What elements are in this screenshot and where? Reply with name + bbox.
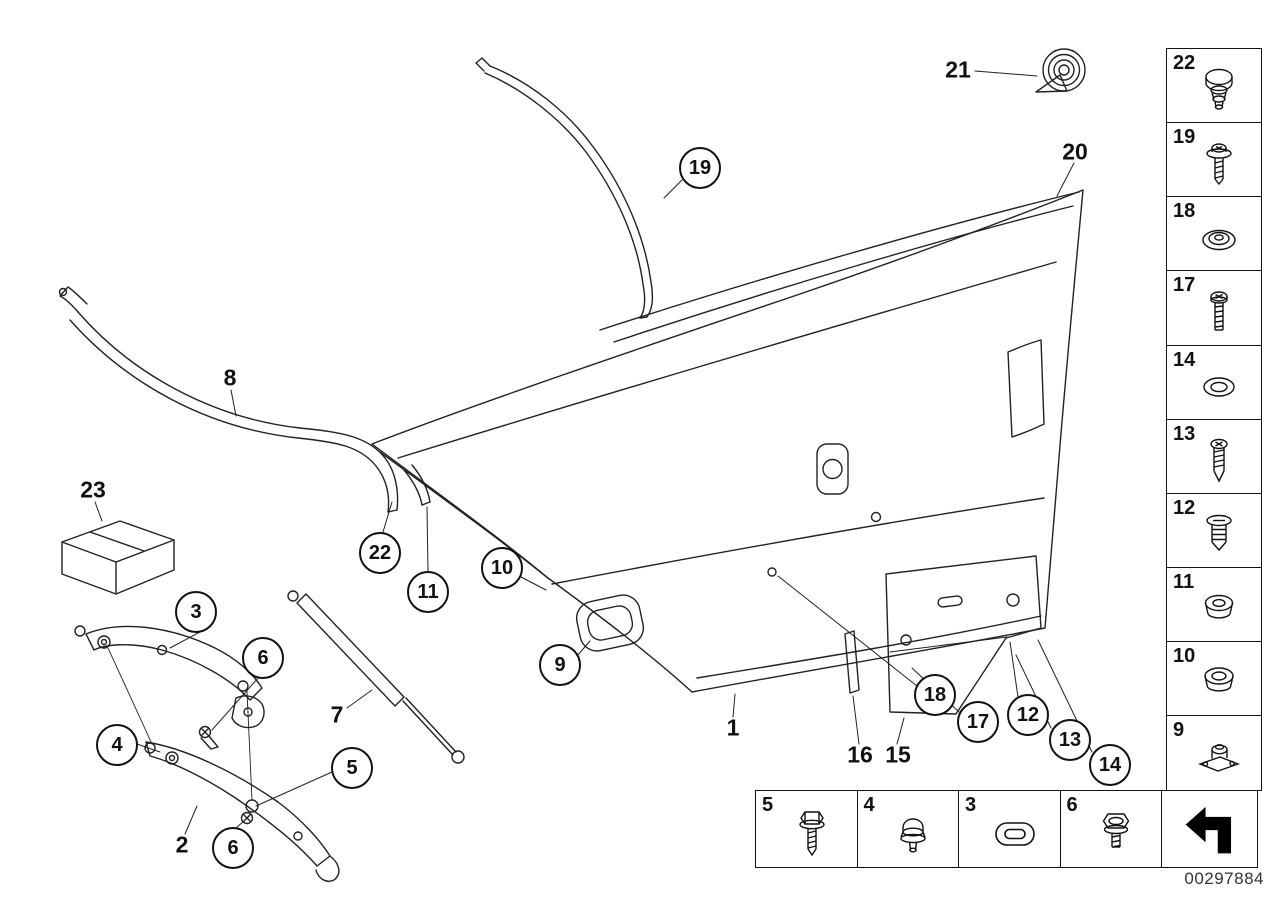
legend-item-17[interactable]: 17 xyxy=(1166,270,1262,347)
callout-8[interactable]: 8 xyxy=(223,364,237,391)
callout-19[interactable]: 19 xyxy=(679,147,721,189)
legend-item-4[interactable]: 4 xyxy=(856,790,960,868)
legend-item-14[interactable]: 14 xyxy=(1166,344,1262,421)
callout-2[interactable]: 2 xyxy=(175,831,189,858)
callout-9[interactable]: 9 xyxy=(539,644,581,686)
legend-number: 17 xyxy=(1173,274,1196,297)
legend-number: 6 xyxy=(1066,794,1078,816)
screw-washer-icon xyxy=(1205,143,1232,186)
callout-17[interactable]: 17 xyxy=(957,701,999,743)
callout-13[interactable]: 13 xyxy=(1049,719,1091,761)
callout-22[interactable]: 22 xyxy=(359,532,401,574)
legend-item-10[interactable]: 10 xyxy=(1166,641,1262,717)
document-number: 00297884 xyxy=(1184,869,1264,888)
cover-plug-icon xyxy=(1202,377,1235,397)
tape-coil xyxy=(1035,48,1086,93)
callout-23[interactable]: 23 xyxy=(80,476,106,503)
callout-14[interactable]: 14 xyxy=(1089,744,1131,786)
legend-item-19[interactable]: 19 xyxy=(1166,122,1262,198)
taillight-cutout xyxy=(1007,339,1045,438)
gas-strut xyxy=(287,590,465,764)
leader-lines xyxy=(94,70,1093,835)
legend-number: 13 xyxy=(1173,422,1196,445)
legend-right-column: 22 19 xyxy=(1166,48,1262,792)
legend-item-11[interactable]: 11 xyxy=(1166,567,1262,643)
legend-bottom-row: 5 4 xyxy=(755,790,1258,868)
weatherstrip xyxy=(58,286,431,513)
callout-6-upper[interactable]: 6 xyxy=(242,637,284,679)
spacer-strip xyxy=(844,630,860,694)
callout-1[interactable]: 1 xyxy=(726,714,740,741)
trunk-lid-outline xyxy=(371,189,1084,693)
flange-screw-icon xyxy=(798,810,825,856)
buffer-plate-icon xyxy=(1197,743,1240,772)
legend-item-22[interactable]: 22 xyxy=(1166,48,1262,124)
direction-arrow-icon xyxy=(1185,806,1231,854)
legend-number: 9 xyxy=(1173,719,1185,742)
alignment-line xyxy=(246,690,253,801)
hinge-upper xyxy=(74,625,265,729)
clamp-icon xyxy=(994,821,1035,846)
legend-item-6[interactable]: 6 xyxy=(1059,790,1163,868)
legend-item-5[interactable]: 5 xyxy=(755,790,858,868)
hinge-lower xyxy=(144,741,340,882)
callout-18[interactable]: 18 xyxy=(914,674,956,716)
hex-bolt-icon xyxy=(1102,812,1130,848)
legend-item-3[interactable]: 3 xyxy=(958,790,1061,868)
legend-number: 14 xyxy=(1173,348,1196,371)
legend-arrow-box[interactable] xyxy=(1161,790,1258,868)
legend-item-13[interactable]: 13 xyxy=(1166,418,1262,495)
repair-kit-box xyxy=(61,520,175,595)
callout-16[interactable]: 16 xyxy=(847,741,873,768)
legend-number: 3 xyxy=(965,794,977,816)
mount-hole xyxy=(767,567,777,577)
callout-4[interactable]: 4 xyxy=(96,724,138,766)
legend-number: 18 xyxy=(1173,200,1196,223)
legend-number: 11 xyxy=(1173,571,1195,594)
callout-7[interactable]: 7 xyxy=(330,701,344,728)
rubber-buffer-icon xyxy=(900,817,926,853)
legend-item-12[interactable]: 12 xyxy=(1166,492,1262,569)
legend-number: 5 xyxy=(762,794,774,816)
grommet-icon xyxy=(1204,595,1233,619)
cap-nut-icon xyxy=(1203,667,1234,693)
callout-3[interactable]: 3 xyxy=(175,591,217,633)
lock-hole xyxy=(870,511,882,523)
license-bracket xyxy=(885,555,1042,715)
seal-cable xyxy=(475,57,654,319)
emblem xyxy=(816,443,849,495)
legend-number: 19 xyxy=(1173,126,1196,149)
legend-number: 4 xyxy=(863,794,875,816)
blind-plug-icon xyxy=(1204,69,1233,110)
legend-number: 22 xyxy=(1173,52,1196,74)
callout-15[interactable]: 15 xyxy=(885,741,911,768)
machine-bolt-icon xyxy=(1209,291,1228,331)
callout-6-lower[interactable]: 6 xyxy=(212,827,254,869)
alignment-line xyxy=(107,647,153,745)
hinge-bolts xyxy=(198,725,254,825)
dome-washer-icon xyxy=(1201,229,1236,250)
callout-10[interactable]: 10 xyxy=(481,547,523,589)
callout-20[interactable]: 20 xyxy=(1062,138,1088,165)
legend-number: 12 xyxy=(1173,496,1196,519)
expansion-rivet-icon xyxy=(1205,514,1232,552)
legend-item-18[interactable]: 18 xyxy=(1166,196,1262,272)
callout-21[interactable]: 21 xyxy=(945,56,971,83)
tapping-screw-icon xyxy=(1209,438,1228,483)
callout-5[interactable]: 5 xyxy=(331,747,373,789)
legend-number: 10 xyxy=(1173,645,1196,668)
legend-item-9[interactable]: 9 xyxy=(1166,715,1262,792)
callout-11[interactable]: 11 xyxy=(407,571,449,613)
callout-12[interactable]: 12 xyxy=(1007,694,1049,736)
grip-handle xyxy=(575,594,645,652)
